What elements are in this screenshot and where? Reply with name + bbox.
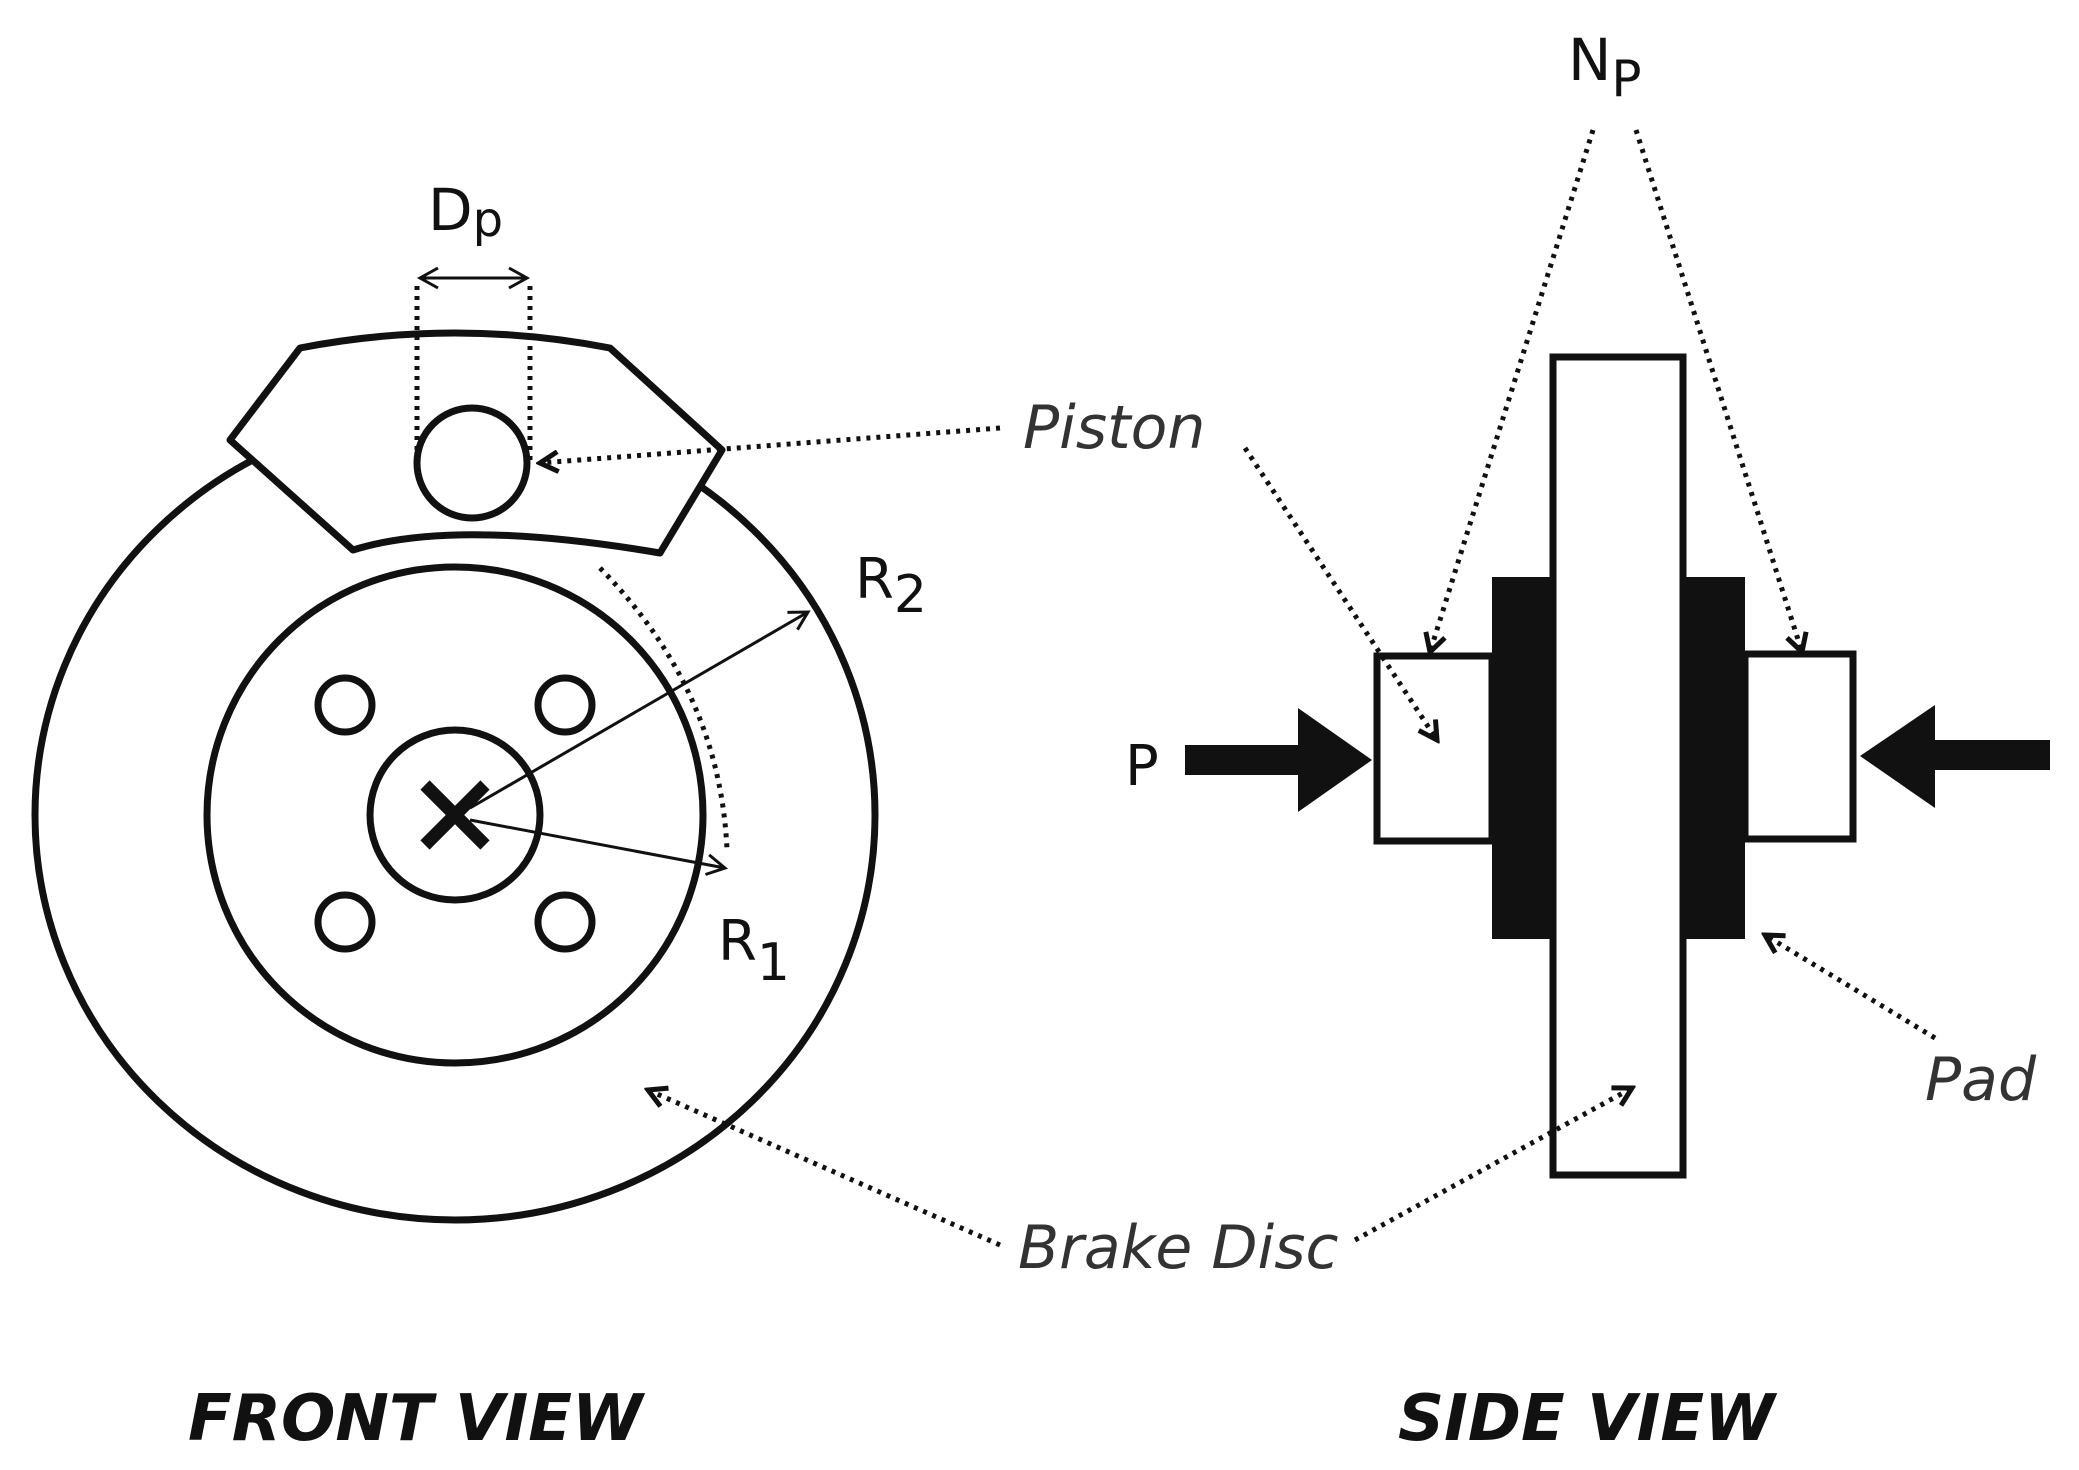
hub-circle bbox=[366, 726, 544, 904]
force-arrow-left-shaft bbox=[1185, 745, 1305, 775]
force-arrow-left-head bbox=[1298, 708, 1372, 812]
r2-label-main: R bbox=[855, 547, 894, 612]
pad-label: Pad bbox=[1925, 1045, 2037, 1115]
brake-disc-pointer-side bbox=[1353, 1088, 1632, 1243]
r1-radius-arrow bbox=[469, 818, 729, 876]
np-label: NP bbox=[1568, 26, 1642, 108]
dp-label-sub: p bbox=[473, 192, 503, 248]
force-arrow-right-shaft bbox=[1930, 740, 2050, 770]
np-label-main: N bbox=[1568, 26, 1611, 94]
piston-label: Piston bbox=[1023, 393, 1205, 463]
labels: Dp NP R2 R1 P Piston Pad Brake Disc FRON… bbox=[188, 26, 2037, 1456]
np-label-sub: P bbox=[1611, 50, 1641, 108]
center-x-mark bbox=[420, 780, 490, 850]
front-view-drawing bbox=[31, 266, 879, 1224]
r1-label-main: R bbox=[718, 909, 757, 974]
r1-label-sub: 1 bbox=[757, 933, 790, 993]
side-view-drawing bbox=[1185, 129, 2050, 1179]
annotation-pointers bbox=[540, 425, 1937, 1248]
r2-radius-arrow bbox=[469, 610, 811, 810]
piston-right bbox=[1741, 650, 1857, 843]
pad-pointer bbox=[1765, 935, 1937, 1041]
pad-right bbox=[1683, 577, 1745, 939]
piston-left bbox=[1373, 652, 1496, 845]
brake-disc-inner-ring bbox=[203, 563, 707, 1067]
bolt-hole bbox=[534, 891, 596, 953]
r2-label: R2 bbox=[855, 547, 927, 625]
force-p-label: P bbox=[1125, 734, 1159, 799]
dp-label: Dp bbox=[428, 176, 503, 248]
pad-arc-dotted bbox=[598, 566, 730, 851]
pad-left bbox=[1492, 577, 1553, 939]
bolt-hole bbox=[314, 674, 376, 736]
dp-label-main: D bbox=[428, 176, 473, 244]
front-view-title: FRONT VIEW bbox=[188, 1382, 646, 1456]
brake-disc-side bbox=[1549, 353, 1687, 1179]
piston-pointer-front bbox=[540, 425, 1001, 463]
caliper-body bbox=[226, 329, 726, 557]
r1-label: R1 bbox=[718, 909, 790, 993]
np-pointer-right bbox=[1633, 129, 1802, 652]
force-arrow-right-head bbox=[1860, 705, 1935, 808]
brake-disc-label: Brake Disc bbox=[1018, 1213, 1338, 1283]
bolt-hole bbox=[534, 674, 596, 736]
r2-label-sub: 2 bbox=[894, 565, 927, 625]
bolt-hole bbox=[314, 891, 376, 953]
brake-disc-pointer-front bbox=[648, 1090, 1002, 1248]
np-pointer-left bbox=[1430, 129, 1596, 652]
piston-pointer-side bbox=[1242, 446, 1437, 740]
side-view-title: SIDE VIEW bbox=[1398, 1382, 1778, 1456]
piston-circle bbox=[413, 404, 531, 522]
